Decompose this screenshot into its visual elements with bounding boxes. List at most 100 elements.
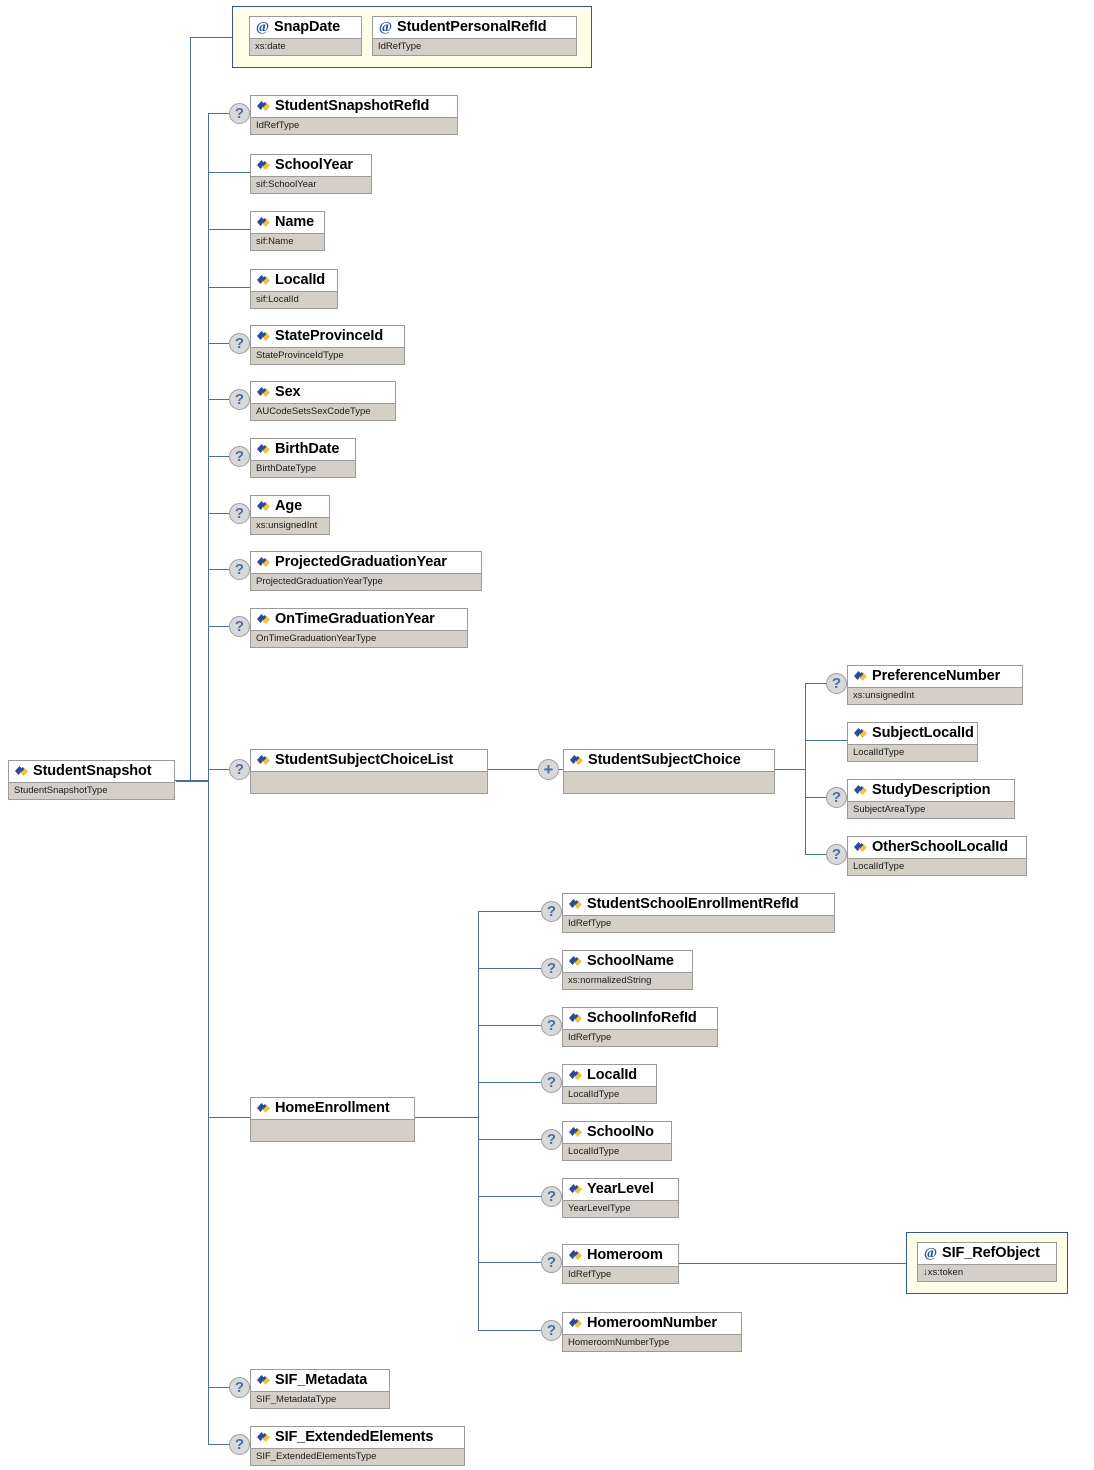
- occurrence-glyph: ?: [234, 505, 245, 522]
- node-name: @SIF_RefObject: [918, 1243, 1056, 1264]
- occurrence-marker-sex[interactable]: ?: [229, 389, 250, 410]
- element-icon: [853, 669, 868, 683]
- node-name: Homeroom: [563, 1245, 678, 1266]
- element-icon: [569, 753, 584, 767]
- occurrence-marker-sif-metadata[interactable]: ?: [229, 1377, 250, 1398]
- attribute-node-sif-refobject[interactable]: @SIF_RefObject↓xs:token: [917, 1242, 1057, 1282]
- connector-to-marker: [805, 797, 826, 798]
- node-name: @StudentPersonalRefId: [373, 17, 576, 38]
- occurrence-marker-projectedgraduationyear[interactable]: ?: [229, 559, 250, 580]
- connector-to-marker: [478, 1330, 541, 1331]
- node-type: YearLevelType: [563, 1200, 678, 1217]
- node-name: LocalId: [251, 270, 337, 291]
- occurrence-marker-stateprovinceid[interactable]: ?: [229, 333, 250, 354]
- node-name: BirthDate: [251, 439, 355, 460]
- node-type: AUCodeSetsSexCodeType: [251, 403, 395, 420]
- occurrence-marker-schoolname[interactable]: ?: [541, 958, 562, 979]
- element-icon: [256, 273, 271, 287]
- element-icon: [568, 954, 583, 968]
- node-type: ↓xs:token: [918, 1264, 1056, 1281]
- occurrence-marker-birthdate[interactable]: ?: [229, 446, 250, 467]
- occurrence-glyph: ?: [546, 1017, 557, 1034]
- node-name: LocalId: [563, 1065, 656, 1086]
- occurrence-marker-studentschoolenrollmentrefid[interactable]: ?: [541, 901, 562, 922]
- node-studentsubjectchoice[interactable]: StudentSubjectChoice: [563, 749, 775, 794]
- occurrence-marker-schoolinforefid[interactable]: ?: [541, 1015, 562, 1036]
- node-type: ProjectedGraduationYearType: [251, 573, 481, 590]
- connector-to-node: [208, 172, 250, 173]
- node-homeenrollment[interactable]: HomeEnrollment: [250, 1097, 415, 1142]
- element-icon: [256, 442, 271, 456]
- node-type: sif:Name: [251, 233, 324, 250]
- occurrence-marker-age[interactable]: ?: [229, 503, 250, 524]
- occurrence-glyph: ?: [546, 1254, 557, 1271]
- occurrence-marker-studentsubjectchoicelist[interactable]: ?: [229, 759, 250, 780]
- node-studentsubjectchoicelist[interactable]: StudentSubjectChoiceList: [250, 749, 488, 794]
- occurrence-marker-homeroomnumber[interactable]: ?: [541, 1320, 562, 1341]
- occurrence-glyph: ?: [234, 105, 245, 122]
- node-type: xs:date: [250, 38, 361, 55]
- node-type: [564, 771, 774, 793]
- node-type: SubjectAreaType: [848, 801, 1014, 818]
- element-icon: [568, 1125, 583, 1139]
- connector-to-marker: [208, 343, 229, 344]
- connector-to-marker: [208, 399, 229, 400]
- occurrence-glyph: ?: [831, 846, 842, 863]
- node-type: sif:LocalId: [251, 291, 337, 308]
- connector-to-marker: [478, 1139, 541, 1140]
- connector-to-marker: [478, 1262, 541, 1263]
- element-icon: [256, 753, 271, 767]
- node-name: StateProvinceId: [251, 326, 404, 347]
- node-name: HomeEnrollment: [251, 1098, 414, 1119]
- occurrence-marker-localid-home[interactable]: ?: [541, 1072, 562, 1093]
- node-type: LocalIdType: [848, 858, 1026, 875]
- attribute-icon: @: [255, 19, 270, 34]
- occurrence-marker-homeroom[interactable]: ?: [541, 1252, 562, 1273]
- occurrence-marker-preferencenumber[interactable]: ?: [826, 673, 847, 694]
- occurrence-marker-otherschoollocalid[interactable]: ?: [826, 844, 847, 865]
- occurrence-marker-yearlevel[interactable]: ?: [541, 1186, 562, 1207]
- connector-homeenrollment-stem: [415, 1117, 478, 1118]
- occurrence-marker-sif-extendedelements[interactable]: ?: [229, 1434, 250, 1455]
- element-icon: [568, 897, 583, 911]
- occurrence-glyph: ?: [546, 960, 557, 977]
- connector-to-marker: [208, 113, 229, 114]
- occurrence-marker-studentsnapshotrefid[interactable]: ?: [229, 103, 250, 124]
- element-icon: [256, 385, 271, 399]
- occurrence-marker-ontimegraduationyear[interactable]: ?: [229, 616, 250, 637]
- node-name: SIF_ExtendedElements: [251, 1427, 464, 1448]
- node-type: IdRefType: [563, 1266, 678, 1283]
- node-type: LocalIdType: [848, 744, 977, 761]
- occurrence-marker-studydescription[interactable]: ?: [826, 787, 847, 808]
- node-name: Age: [251, 496, 329, 517]
- occurrence-marker-schoolno[interactable]: ?: [541, 1129, 562, 1150]
- occurrence-marker-studentsubjectchoice[interactable]: +: [538, 759, 559, 780]
